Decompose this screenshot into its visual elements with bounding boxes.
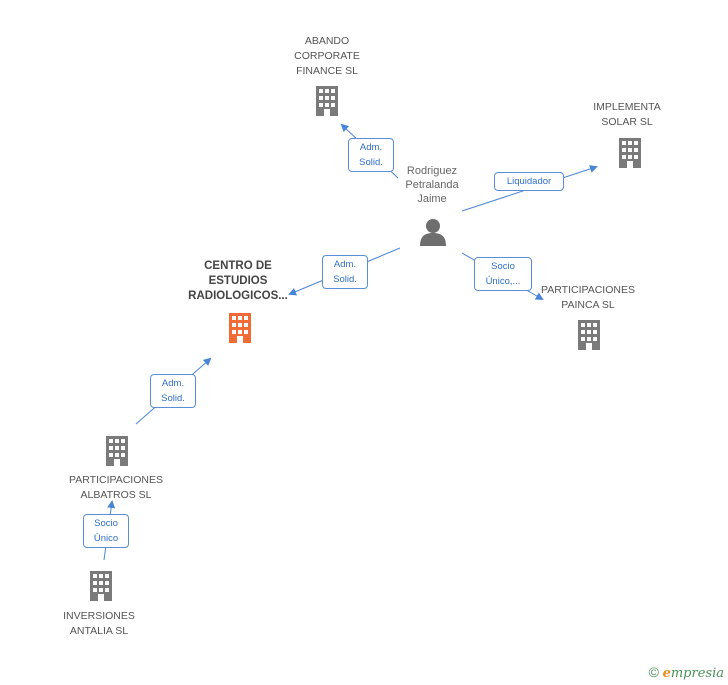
edge-label-albatros-centro: Adm. Solid. xyxy=(150,374,196,408)
building-icon-implementa[interactable] xyxy=(619,138,641,168)
copyright-symbol: © xyxy=(648,664,659,680)
node-label-centro[interactable]: CENTRO DE ESTUDIOS RADIOLOGICOS... xyxy=(188,260,288,302)
node-label-painca[interactable]: PARTICIPACIONES PAINCA SL xyxy=(541,284,635,311)
building-icon-antalia[interactable] xyxy=(90,571,112,601)
building-icon-albatros[interactable] xyxy=(106,436,128,466)
node-label-abando[interactable]: ABANDO CORPORATE FINANCE SL xyxy=(294,35,360,77)
building-icon-abando[interactable] xyxy=(316,86,338,116)
node-label-albatros[interactable]: PARTICIPACIONES ALBATROS SL xyxy=(69,474,163,501)
person-icon[interactable] xyxy=(420,219,446,246)
person-label[interactable]: Rodriguez Petralanda Jaime xyxy=(405,165,459,205)
node-label-implementa[interactable]: IMPLEMENTA SOLAR SL xyxy=(593,101,661,128)
building-icon-painca[interactable] xyxy=(578,320,600,350)
edge-label-person-centro: Adm. Solid. xyxy=(322,255,368,289)
edge-label-antalia-albatros: Socio Único xyxy=(83,514,129,548)
empresia-credit[interactable]: © empresia xyxy=(649,664,724,681)
building-icon-centro[interactable] xyxy=(229,313,251,343)
empresia-logo: empresia xyxy=(662,666,724,681)
node-label-antalia[interactable]: INVERSIONES ANTALIA SL xyxy=(63,610,135,637)
edge-label-person-implementa: Liquidador xyxy=(494,172,564,191)
edge-label-person-painca: Socio Único,... xyxy=(474,257,532,291)
edge-label-person-abando: Adm. Solid. xyxy=(348,138,394,172)
